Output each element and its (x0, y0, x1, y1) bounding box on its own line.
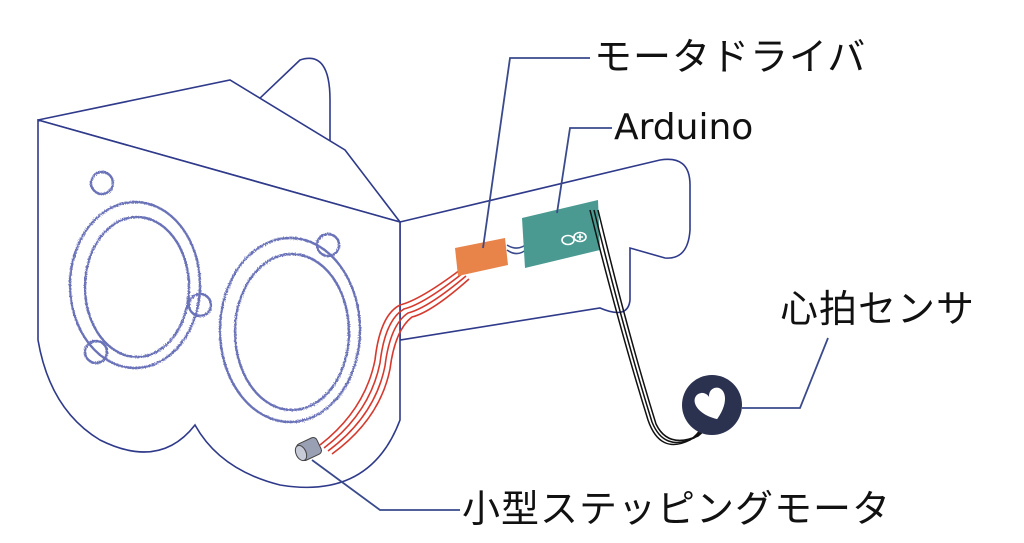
callout-line-motor-driver (482, 57, 590, 249)
screw-hole-2 (83, 339, 109, 365)
label-arduino: Arduino (614, 107, 754, 148)
heart-icon (694, 387, 726, 420)
motor-driver-board (455, 238, 508, 276)
arduino-board (522, 200, 600, 268)
right-lens-inner-ring (233, 252, 351, 412)
stepping-motor (294, 437, 322, 462)
label-stepping-motor: 小型ステッピングモータ (462, 487, 892, 531)
screw-hole-1 (89, 170, 115, 196)
red-wires (319, 269, 470, 455)
screw-hole-4 (315, 232, 341, 258)
screw-hole-3 (187, 292, 213, 318)
front-plate (37, 118, 401, 489)
arduino-logo-icon (561, 231, 587, 246)
callout-line-stepping-motor (311, 459, 460, 511)
left-lens-outer-ring (68, 200, 202, 370)
label-motor-driver: モータドライバ (594, 35, 867, 79)
right-lens-outer-ring (218, 236, 362, 424)
left-lens-inner-ring (83, 215, 191, 359)
callout-line-arduino (556, 127, 612, 214)
heart-sensor (682, 375, 742, 435)
callout-line-heart-sensor (742, 337, 829, 409)
label-heart-sensor: 心拍センサ (780, 287, 976, 331)
